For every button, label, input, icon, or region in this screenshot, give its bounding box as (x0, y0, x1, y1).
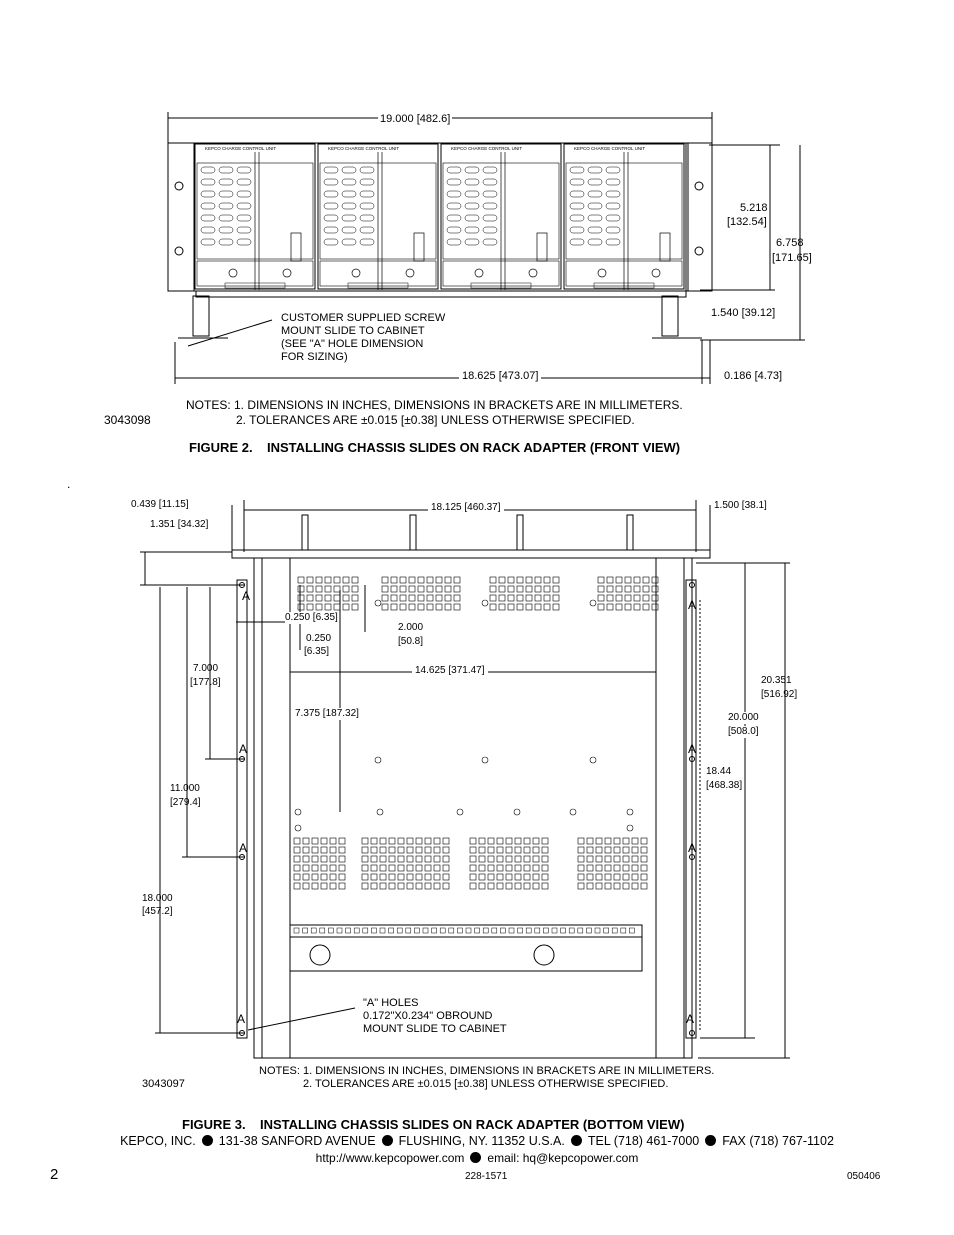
fig3-notes-1: NOTES: 1. DIMENSIONS IN INCHES, DIMENSIO… (259, 1065, 715, 1077)
fig2-slide-dim: 1.540 [39.12] (711, 307, 776, 320)
date-code: 050406 (847, 1171, 881, 1182)
footer-city: FLUSHING, NY. 11352 U.S.A. (398, 1134, 565, 1148)
fig3-dim-0439: 0.439 [11.15] (131, 499, 189, 510)
fig3-dim-18125: 18.125 [460.37] (428, 502, 504, 514)
fig2-width-dim: 19.000 [482.6] (378, 113, 453, 126)
fig3-dim-1351: 1.351 [34.32] (150, 519, 209, 530)
fig3-dim-7375: 7.375 [187.32] (295, 708, 359, 720)
fig2-height-a-dim: 5.218 (740, 202, 768, 214)
fig3-dim-11000: 11.000 (170, 783, 200, 794)
fig3-dim-1844-mm: [468.38] (706, 780, 743, 791)
hole-label-a: A (688, 742, 697, 756)
svg-text:KEPCO CHARGE CONTROL UNIT: KEPCO CHARGE CONTROL UNIT (328, 146, 399, 151)
stray-mark: . (67, 477, 71, 491)
fig2-drawing-number: 3043098 (104, 413, 151, 427)
fig2-notes-1: NOTES: 1. DIMENSIONS IN INCHES, DIMENSIO… (186, 398, 683, 412)
fig3-drawing-number: 3043097 (142, 1078, 185, 1090)
hole-label-a: A (239, 841, 248, 855)
hole-label-a: A (688, 841, 697, 855)
fig3-dim-2000-mm: [50.8] (398, 636, 424, 648)
fig2-depth-dim: 18.625 [473.07] (459, 370, 542, 383)
fig3-dim-1500: 1.500 [38.1] (714, 500, 767, 511)
fig3-dim-0250b-mm: [6.35] (304, 646, 330, 658)
fig3-caption: FIGURE 3. INSTALLING CHASSIS SLIDES ON R… (182, 1117, 685, 1132)
bullet-icon (705, 1135, 717, 1146)
fig3-dim-18000-mm: [457.2] (142, 906, 173, 917)
bullet-icon (381, 1135, 393, 1146)
footer-address-line: KEPCO, INC. 131-38 SANFORD AVENUE FLUSHING… (0, 1134, 954, 1148)
fig2-caption: FIGURE 2. INSTALLING CHASSIS SLIDES ON R… (189, 440, 681, 455)
fig2-height-b-mm: [171.65] (772, 252, 812, 264)
fig3-dim-20351-mm: [516.92] (761, 689, 798, 700)
hole-label-a: A (688, 598, 697, 612)
hole-label-a: A (242, 589, 251, 603)
fig3-dim-18000: 18.000 (142, 893, 173, 904)
hole-label-a: A (686, 1012, 695, 1026)
svg-text:KEPCO CHARGE CONTROL UNIT: KEPCO CHARGE CONTROL UNIT (451, 146, 522, 151)
fig2-notes-2: 2. TOLERANCES ARE ±0.015 [±0.38] UNLESS … (236, 413, 635, 427)
fig2-height-a-mm: [132.54] (727, 216, 767, 228)
hole-label-a: A (239, 742, 248, 756)
svg-text:KEPCO CHARGE CONTROL UNIT: KEPCO CHARGE CONTROL UNIT (574, 146, 645, 151)
footer-company: KEPCO, INC. (120, 1134, 196, 1148)
svg-text:KEPCO CHARGE CONTROL UNIT: KEPCO CHARGE CONTROL UNIT (205, 146, 276, 151)
fig3-dim-7000: 7.000 (193, 663, 219, 674)
footer-web-link[interactable]: http://www.kepcopower.com (315, 1151, 465, 1165)
unit-front-panels: KEPCO CHARGE CONTROL UNIT KEPCO CHARGE CO… (196, 146, 683, 290)
fig2-callout: CUSTOMER SUPPLIED SCREW MOUNT SLIDE TO C… (281, 312, 446, 363)
fig2-height-b-dim: 6.758 (776, 237, 804, 249)
fig3-dim-11000-mm: [279.4] (170, 797, 201, 808)
bullet-icon (570, 1135, 582, 1146)
page-number: 2 (50, 1166, 59, 1183)
fig3-dim-20351: 20.351 (761, 675, 792, 686)
fig3-dim-1844: 18.44 (706, 766, 732, 777)
footer-fax: FAX (718) 767-1102 (722, 1134, 834, 1148)
doc-number: 228-1571 (465, 1171, 508, 1182)
bullet-icon (201, 1135, 213, 1146)
fig3-callout: "A" HOLES 0.172"X0.234" OBROUND MOUNT SL… (363, 997, 507, 1035)
fig2-offset-dim: 0.186 [4.73] (724, 370, 783, 382)
fig3-dim-2000: 2.000 (398, 622, 424, 634)
bullet-icon (470, 1152, 482, 1163)
footer-contact-line: http://www.kepcopower.com email: hq@kepco… (0, 1151, 954, 1165)
fig3-dim-20000: 20.000 (728, 712, 759, 724)
footer-email-link[interactable]: email: hq@kepcopower.com (487, 1151, 639, 1165)
fig3-dim-0250a: 0.250 [6.35] (285, 612, 338, 624)
hole-label-a: A (237, 1012, 246, 1026)
fig3-notes-2: 2. TOLERANCES ARE ±0.015 [±0.38] UNLESS … (303, 1078, 669, 1090)
fig3-dim-20000-mm: [508.0] (728, 726, 759, 738)
fig3-dim-7000-mm: [177.8] (190, 677, 221, 688)
fig3-dim-0250b: 0.250 (306, 633, 332, 645)
footer-address: 131-38 SANFORD AVENUE (218, 1134, 376, 1148)
footer-tel: TEL (718) 461-7000 (587, 1134, 700, 1148)
fig3-dim-14625: 14.625 [371.47] (412, 665, 488, 677)
